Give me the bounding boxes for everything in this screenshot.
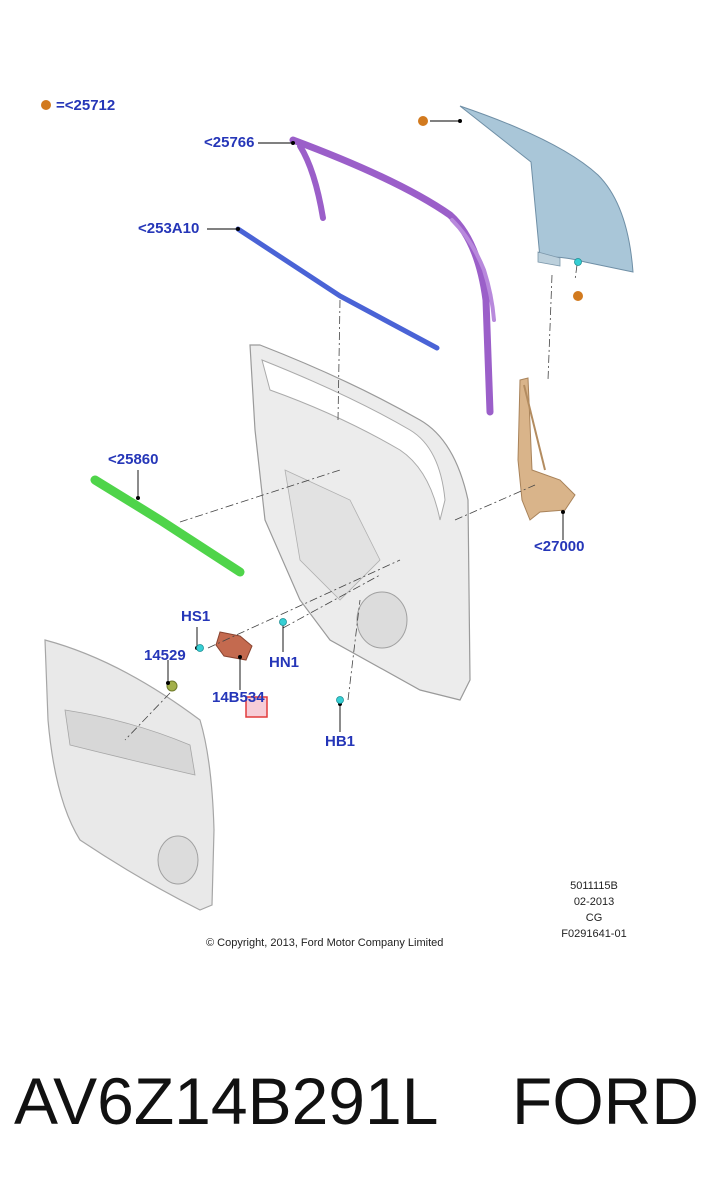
glass-run-channel-inner [297, 143, 326, 221]
door-window-frame [261, 359, 446, 521]
inner-belt-weatherstrip [235, 226, 440, 351]
brand-name: FORD [512, 1064, 699, 1138]
fasteners [196, 258, 582, 704]
legend-marker-dot [41, 100, 51, 110]
metadata-line-3: CG [585, 912, 603, 924]
window-glass [459, 105, 634, 273]
callout-253a10: <253A10 [138, 220, 200, 237]
glass-run-channel [289, 136, 494, 416]
callout-hn1: HN1 [269, 654, 300, 671]
metadata-line-4: F0291641-01 [561, 928, 627, 940]
metadata-line-1: 5011115B [570, 880, 618, 892]
callout-14529: 14529 [144, 647, 186, 664]
callout-hb1: HB1 [325, 733, 356, 750]
callout-14b534: 14B534 [212, 689, 265, 706]
callout-hs1: HS1 [181, 608, 211, 625]
marker-dot-glass-foot [573, 291, 583, 301]
part-number: AV6Z14B291L [14, 1064, 439, 1138]
legend-label: =<25712 [56, 97, 116, 114]
callout-25766: <25766 [204, 134, 255, 151]
trim-speaker-grille [157, 835, 199, 885]
drawing-metadata: 5011115B 02-2013 CG F0291641-01 [556, 878, 632, 942]
door-speaker-recess [356, 591, 408, 649]
trim-armrest [64, 709, 196, 776]
callout-27000: <27000 [534, 538, 585, 555]
window-glass-foot [537, 251, 561, 267]
callout-25860: <25860 [108, 451, 159, 468]
door-module [215, 631, 253, 661]
marker-dot-glass [418, 116, 428, 126]
window-regulator-rail [523, 384, 546, 471]
leader-lines [137, 120, 564, 732]
copyright-notice: © Copyright, 2013, Ford Motor Company Li… [206, 937, 444, 949]
highlight-box [245, 696, 268, 718]
window-regulator [517, 377, 576, 521]
diagram-drawing [44, 105, 634, 911]
door-exploded-diagram: =<25712 <25766 <253A10 <25860 <27000 HS1… [41, 97, 634, 949]
outer-belt-weatherstrip [90, 475, 245, 577]
assembly-guide-lines [124, 264, 578, 741]
door-inner-panel-lines [284, 469, 381, 601]
metadata-line-2: 02-2013 [573, 896, 615, 908]
glass-run-channel-rear [450, 218, 496, 322]
